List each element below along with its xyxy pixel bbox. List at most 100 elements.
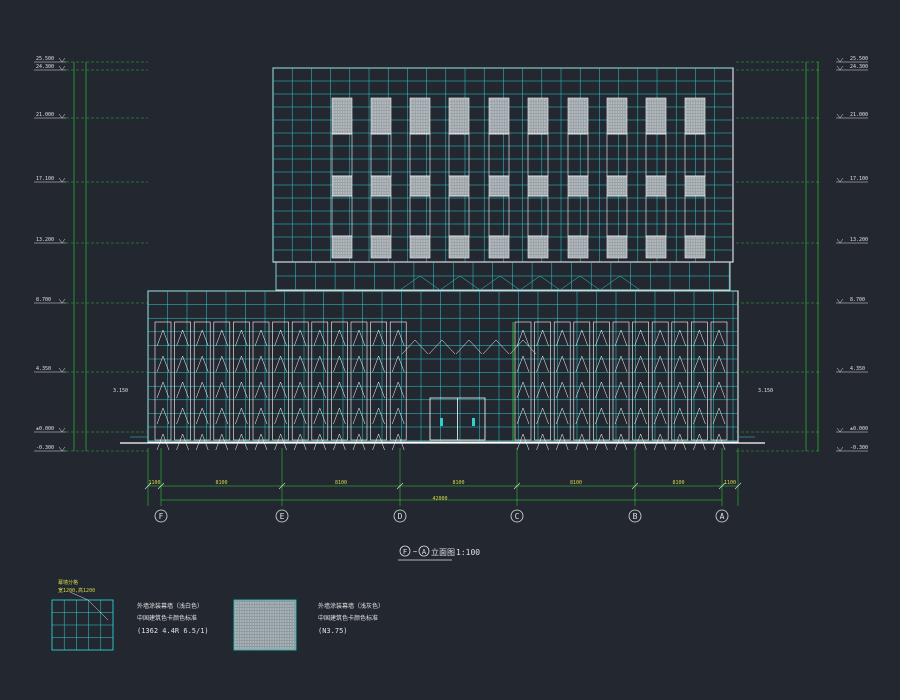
fin-triangle [595, 433, 608, 451]
podium-fin [272, 321, 289, 441]
elevation-label: 24.300 [36, 64, 54, 70]
fin-triangle [235, 355, 248, 373]
elevation-marker [58, 65, 66, 71]
window-panel [527, 97, 549, 135]
fin-triangle [293, 355, 307, 373]
fin-triangle [313, 355, 327, 373]
fin-triangle [391, 407, 405, 425]
fin-triangle [536, 433, 549, 451]
elevation-marker [58, 57, 66, 63]
elevation-marker [836, 57, 844, 63]
podium-fin [389, 321, 407, 441]
fin-triangle [575, 407, 589, 425]
axis-label: F [159, 512, 164, 521]
podium-fin [370, 321, 387, 441]
fin-triangle [536, 381, 549, 399]
fin-triangle [176, 355, 189, 373]
drawing-title: F ~ A 立面图 1:100 [398, 545, 480, 561]
dimension-segment-label: 8100 [452, 480, 464, 486]
fin-triangle [254, 407, 268, 425]
fin-triangle [313, 433, 327, 451]
elevation-label: ±0.000 [850, 426, 868, 432]
entrance-chevron [482, 339, 510, 355]
fin-triangle [235, 329, 248, 347]
podium-fin [651, 321, 669, 441]
elevation-label: 13.200 [36, 237, 54, 243]
fin-triangle [235, 381, 248, 399]
elevation-marker [58, 367, 66, 373]
fin-triangle [352, 355, 366, 373]
legend-note-line2: 宽1200,高1200 [58, 587, 95, 594]
entrance-chevron [428, 339, 456, 355]
swatch-outline [233, 599, 297, 651]
dimension-segment-label: 8100 [215, 480, 227, 486]
legend-note-line1: 幕墙分格 [58, 579, 78, 586]
fin-triangle [516, 381, 530, 399]
legend-item2-line1: 外墙涂装幕墙（浅灰色） [318, 602, 384, 610]
fin-triangle [693, 355, 706, 373]
window-panel [645, 97, 667, 135]
podium-fin [691, 321, 708, 441]
fin-triangle [555, 381, 569, 399]
window-panel [606, 97, 628, 135]
axis-circle [275, 509, 289, 523]
fin-triangle [536, 329, 549, 347]
podium-fin [534, 321, 551, 441]
fin-triangle [352, 407, 366, 425]
fin-triangle [595, 407, 608, 425]
fin-triangle [712, 381, 726, 399]
entrance-chevron [455, 339, 483, 355]
dimension-lines [144, 448, 742, 506]
dimension-tick [278, 482, 286, 490]
mid-chevron [439, 275, 481, 291]
mid-chevron [519, 275, 561, 291]
podium-fin [593, 321, 610, 441]
fin-triangle [516, 433, 530, 451]
dimension-tick [718, 482, 726, 490]
window-frame [448, 133, 470, 177]
elevation-marker [836, 238, 844, 244]
podium-fin [331, 321, 348, 441]
window-frame [527, 133, 549, 177]
window-frame [331, 195, 353, 237]
fin-triangle [693, 329, 706, 347]
fin-triangle [372, 329, 385, 347]
fin-triangle [595, 381, 608, 399]
axis-label: A [720, 512, 725, 521]
window-frame [684, 133, 706, 177]
fin-triangle [516, 329, 530, 347]
fin-triangle [333, 329, 346, 347]
fin-triangle [555, 433, 569, 451]
fin-triangle [673, 355, 687, 373]
dimension-tick [734, 482, 742, 490]
elevation-label: 13.200 [850, 237, 868, 243]
elevation-label: 24.300 [850, 64, 868, 70]
podium-fin [350, 321, 368, 441]
axis-label: C [515, 512, 520, 521]
door-handle [440, 418, 443, 426]
fin-triangle [673, 329, 687, 347]
fin-triangle [391, 381, 405, 399]
elevation-label: 21.000 [850, 112, 868, 118]
podium-fin [311, 321, 329, 441]
window-frame [645, 133, 667, 177]
fin-triangle [634, 355, 647, 373]
fin-triangle [352, 433, 366, 451]
podium-fin [632, 321, 649, 441]
fin-triangle [215, 355, 229, 373]
axis-circle [154, 509, 168, 523]
podium-fin [174, 321, 191, 441]
fin-triangle [372, 433, 385, 451]
fin-triangle [575, 433, 589, 451]
axis-circle [393, 509, 407, 523]
fin-triangle [391, 433, 405, 451]
fin-triangle [516, 355, 530, 373]
fin-triangle [176, 407, 189, 425]
fin-triangle [673, 407, 687, 425]
legend-item2-line3: (N3.75) [318, 627, 348, 635]
fin-triangle [575, 381, 589, 399]
dimension-tick [513, 482, 521, 490]
fin-triangle [555, 407, 569, 425]
axis-label: E [280, 512, 285, 521]
elevation-label: 8.700 [36, 297, 51, 303]
